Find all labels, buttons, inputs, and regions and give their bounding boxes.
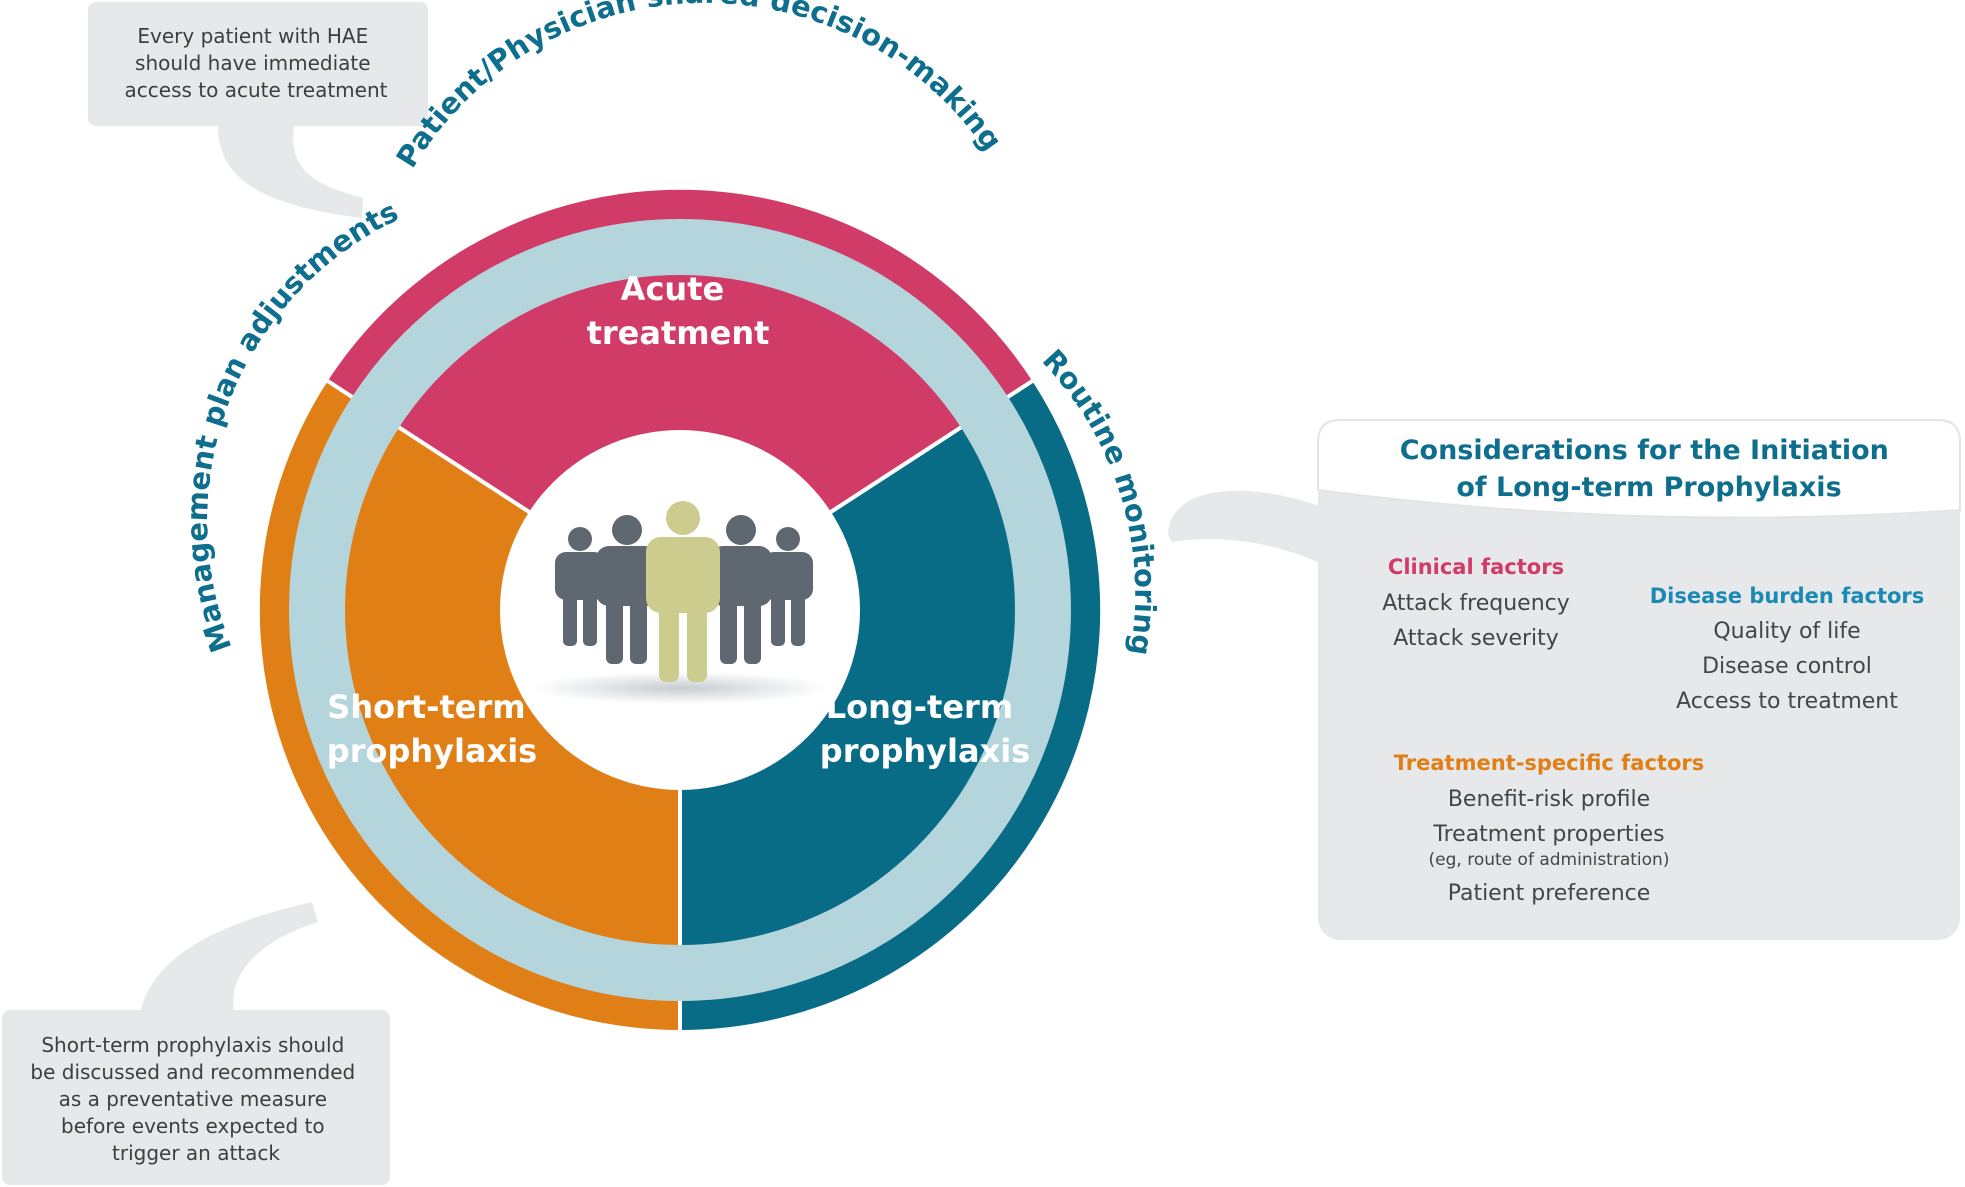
considerations-title-box: [1317, 419, 1961, 519]
segment-long-term-label: Long-term prophylaxis: [820, 688, 1030, 770]
disease-burden-heading: Disease burden factors: [1650, 584, 1925, 608]
bottom-callout: Short-term prophylaxis should be discuss…: [2, 902, 390, 1185]
bottom-callout-line-2: be discussed and recommended: [30, 1060, 355, 1084]
outer-ring-band: [289, 219, 1071, 1001]
bottom-callout-line-4: before events expected to: [61, 1114, 325, 1138]
top-callout: Every patient with HAE should have immed…: [88, 2, 428, 218]
treatment-specific-item: Treatment properties: [1432, 822, 1664, 847]
bottom-callout-line-3: as a preventative measure: [59, 1087, 327, 1111]
segment-acute-label: Acute treatment: [587, 270, 770, 352]
svg-text:Short-term prophylaxis should: Short-term prophylaxis should be discuss…: [30, 1033, 361, 1165]
clinical-factor-item: Attack severity: [1393, 626, 1559, 651]
bottom-callout-box: [2, 1010, 390, 1185]
bottom-callout-line-1: Short-term prophylaxis should: [41, 1033, 344, 1057]
considerations-panel: Considerations for the Initiation of Lon…: [1168, 419, 1961, 940]
top-callout-box: [88, 2, 428, 126]
segment-short-term-label: Short-term prophylaxis: [327, 688, 537, 770]
considerations-title-line-1: Considerations for the Initiation: [1400, 435, 1889, 466]
top-callout-tail: [217, 120, 363, 218]
treatment-properties-note: (eg, route of administration): [1429, 850, 1670, 870]
considerations-panel-box: [1318, 420, 1960, 940]
care-wheel: Acute treatment Short-term prophylaxis L…: [180, 0, 1162, 1035]
considerations-panel-tail: [1168, 490, 1330, 568]
ring-label-shared-decision: Patient/Physician shared decision-making: [389, 0, 1009, 173]
treatment-specific-heading: Treatment-specific factors: [1394, 751, 1704, 775]
disease-burden-item: Quality of life: [1713, 619, 1860, 644]
treatment-specific-item: Patient preference: [1448, 881, 1651, 906]
svg-text:Every patient with HAE s: Every patient with HAE should have immed…: [125, 24, 388, 102]
top-callout-line-1: Every patient with HAE: [137, 24, 368, 48]
clinical-factor-item: Attack frequency: [1382, 591, 1570, 616]
top-callout-line-3: access to acute treatment: [125, 78, 388, 102]
svg-text:Considerations for the Initiat: Considerations for the Initiation of Lon…: [1400, 435, 1899, 503]
clinical-factors-heading: Clinical factors: [1388, 555, 1564, 579]
disease-burden-item: Access to treatment: [1676, 689, 1898, 714]
considerations-title-line-2: of Long-term Prophylaxis: [1456, 472, 1841, 503]
bottom-callout-line-5: trigger an attack: [112, 1141, 280, 1165]
top-callout-line-2: should have immediate: [135, 51, 371, 75]
treatment-specific-item: Benefit-risk profile: [1448, 787, 1650, 812]
disease-burden-item: Disease control: [1702, 654, 1872, 679]
bottom-callout-tail: [140, 902, 318, 1015]
people-group-icon: [530, 501, 830, 704]
